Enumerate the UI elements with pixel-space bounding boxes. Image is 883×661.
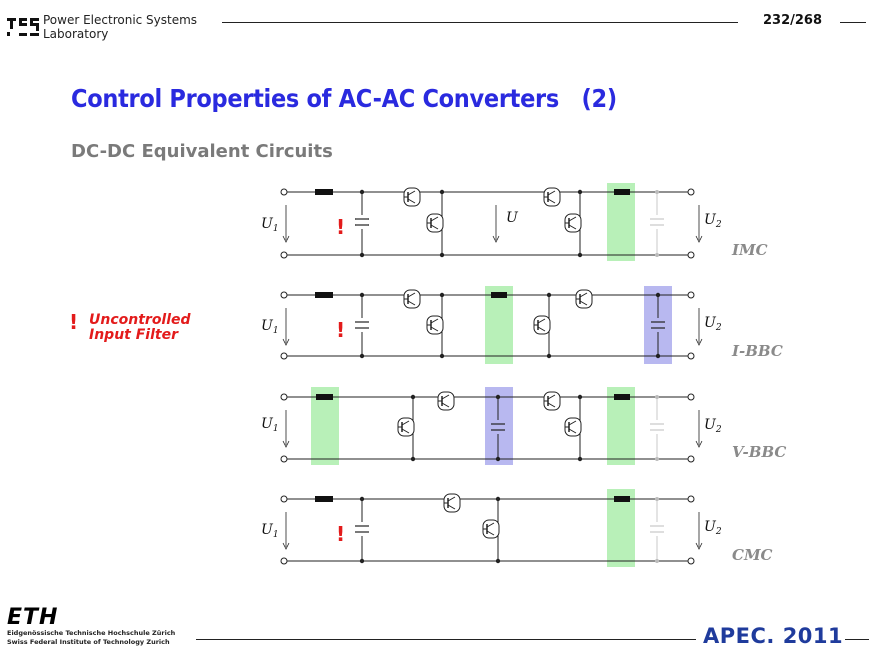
u2-label: U: [704, 212, 717, 228]
u1-label: U: [261, 216, 274, 232]
inductor: [315, 189, 333, 195]
page-number: 232/268: [763, 13, 823, 28]
svg-text:U2: U2: [704, 315, 722, 333]
u2-sub: 2: [715, 220, 722, 230]
header-rule: [222, 22, 738, 23]
inductor: [315, 292, 333, 298]
lab-name-line1: Power Electronic Systems: [43, 13, 198, 27]
slide-subtitle: DC-DC Equivalent Circuits: [71, 141, 333, 162]
circuit-imc: U1 U U2 ! IMC: [261, 183, 768, 261]
circuit-name: V-BBC: [732, 443, 786, 461]
eth-name-en: Swiss Federal Institute of Technology Zu…: [7, 638, 170, 646]
u-dc-link-label: U: [506, 210, 519, 226]
warning-mark: !: [336, 318, 345, 342]
apec-logo: APEC. 2011: [703, 624, 844, 648]
u1-label: U: [261, 522, 274, 538]
u1-sub: 1: [273, 326, 279, 336]
warning-mark: !: [69, 310, 79, 334]
svg-text:U1: U1: [261, 216, 279, 234]
pes-logo: [7, 18, 39, 36]
u2-label: U: [704, 519, 717, 535]
eth-wordmark: ETH: [7, 605, 59, 630]
header-rule-end: [840, 22, 866, 23]
u2-sub: 2: [715, 425, 722, 435]
inductor-highlight: [607, 183, 635, 261]
svg-text:U2: U2: [704, 212, 722, 230]
circuit-name: IMC: [731, 241, 768, 259]
circuit-i-bbc: U1 U2 ! I-BBC: [261, 286, 783, 364]
inductor: [316, 394, 333, 400]
u2-label: U: [704, 417, 717, 433]
slide-title: Control Properties of AC-AC Converters (…: [71, 84, 617, 113]
eth-name-de: Eidgenössische Technische Hochschule Zür…: [7, 629, 176, 637]
inductor: [315, 496, 333, 502]
svg-text:U1: U1: [261, 318, 279, 336]
footer-rule-end: [845, 639, 869, 640]
note-line1: Uncontrolled: [89, 312, 191, 328]
svg-text:U2: U2: [704, 417, 722, 435]
dc-dc-equivalent-circuits: U1 U U2 ! IMC U1 U2 !: [261, 183, 786, 567]
svg-text:U1: U1: [261, 416, 279, 434]
u1-label: U: [261, 318, 274, 334]
circuit-v-bbc: U1 U2 V-BBC: [261, 387, 786, 465]
u1-sub: 1: [273, 424, 279, 434]
u2-sub: 2: [715, 323, 722, 333]
inductor: [614, 189, 630, 195]
inductor-highlight: [485, 286, 513, 364]
u1-label: U: [261, 416, 274, 432]
lab-name: Power Electronic Systems Laboratory: [43, 13, 197, 41]
u1-sub: 1: [273, 530, 279, 540]
circuit-cmc: U1 U2 ! CMC: [261, 489, 773, 567]
circuit-name: CMC: [732, 546, 773, 564]
svg-text:U2: U2: [704, 519, 722, 537]
inductor: [614, 394, 630, 400]
svg-text:U1: U1: [261, 522, 279, 540]
circuit-name: I-BBC: [731, 342, 783, 360]
warning-mark: !: [336, 522, 345, 546]
inductor: [491, 292, 507, 298]
inductor: [614, 496, 630, 502]
eth-logo: ETH Eidgenössische Technische Hochschule…: [7, 607, 175, 647]
warning-mark: !: [336, 215, 345, 239]
u2-label: U: [704, 315, 717, 331]
lab-name-line2: Laboratory: [43, 27, 109, 41]
footer-rule: [196, 639, 696, 640]
u2-sub: 2: [715, 527, 722, 537]
note-line2: Input Filter: [89, 327, 178, 343]
u1-sub: 1: [273, 224, 279, 234]
